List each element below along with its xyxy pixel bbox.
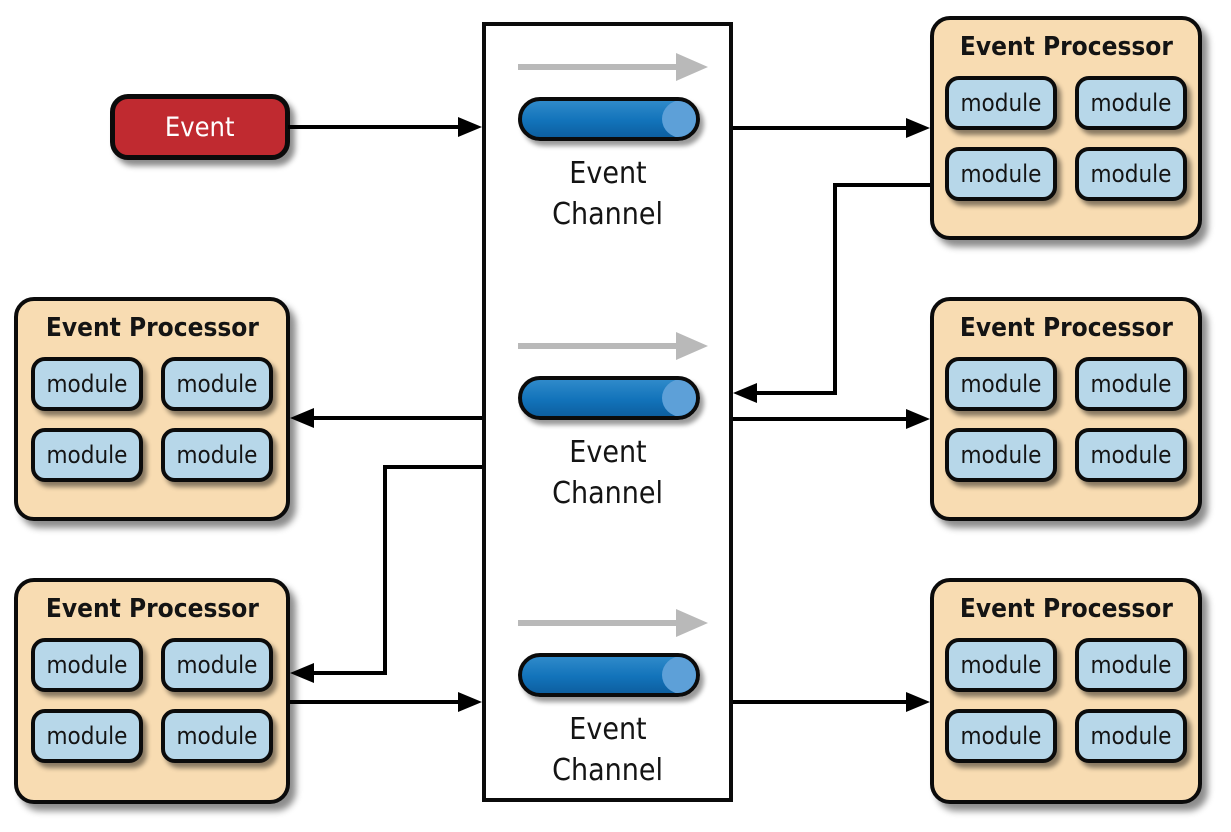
arrow-event-to-channel1-head [458, 117, 482, 137]
arrow-topright-to-channel2-head [733, 383, 757, 403]
module-box: module [1075, 638, 1187, 692]
event-channel-1: Event Channel [500, 53, 715, 235]
event-processor-title: Event Processor [959, 594, 1173, 624]
arrow-channel2-to-bottomleft-head [290, 663, 314, 683]
module-box: module [945, 428, 1057, 482]
module-grid: module module module module [18, 357, 286, 482]
module-box: module [31, 638, 143, 692]
arrow-channel1-to-topright-shaft [733, 126, 908, 130]
arrow-event-to-channel1-shaft [288, 125, 460, 129]
flow-direction-arrow-icon [518, 53, 710, 81]
flow-arrow-head [676, 609, 708, 637]
flow-arrow-shaft [518, 64, 678, 70]
channel-label: Event Channel [500, 153, 715, 235]
event-processor-title: Event Processor [45, 594, 259, 624]
arrow-topright-to-channel2-segment2 [833, 183, 837, 395]
channel-pipe-icon [518, 653, 700, 697]
event-processor-top-right: Event Processor module module module mod… [930, 16, 1202, 240]
event-processor-title: Event Processor [959, 32, 1173, 62]
channel-label-line1: Event [568, 435, 647, 470]
event-processor-title: Event Processor [45, 313, 259, 343]
module-box: module [945, 357, 1057, 411]
event-processor-middle-left: Event Processor module module module mod… [14, 297, 290, 521]
arrow-channel2-to-middleright-head [906, 409, 930, 429]
channel-pipe-icon [518, 97, 700, 141]
module-box: module [945, 147, 1057, 201]
channel-label: Event Channel [500, 432, 715, 514]
pipe-end-cap [662, 657, 696, 693]
arrow-bottomleft-to-channel3-head [458, 692, 482, 712]
flow-arrow-head [676, 332, 708, 360]
arrow-topright-to-channel2-segment1 [833, 183, 930, 187]
arrow-channel1-to-topright-head [906, 118, 930, 138]
flow-direction-arrow-icon [518, 609, 710, 637]
module-box: module [1075, 428, 1187, 482]
module-box: module [31, 428, 143, 482]
flow-arrow-shaft [518, 620, 678, 626]
channel-label-line1: Event [568, 156, 647, 191]
module-box: module [945, 76, 1057, 130]
event-label: Event [165, 111, 235, 143]
event-processor-bottom-left: Event Processor module module module mod… [14, 578, 290, 804]
channel-label-line2: Channel [552, 197, 663, 232]
module-box: module [1075, 147, 1187, 201]
module-box: module [161, 428, 273, 482]
module-box: module [161, 357, 273, 411]
arrow-channel3-to-bottomright-head [906, 692, 930, 712]
event-channel-2: Event Channel [500, 332, 715, 514]
module-box: module [1075, 357, 1187, 411]
event-box: Event [110, 94, 290, 160]
module-box: module [31, 709, 143, 763]
arrow-channel2-to-bottomleft-segment2 [383, 465, 387, 675]
arrow-channel2-to-bottomleft-segment1 [383, 465, 482, 469]
module-box: module [1075, 709, 1187, 763]
arrow-bottomleft-to-channel3-shaft [290, 700, 460, 704]
event-processor-bottom-right: Event Processor module module module mod… [930, 578, 1202, 804]
event-channel-3: Event Channel [500, 609, 715, 791]
module-box: module [1075, 76, 1187, 130]
event-processor-title: Event Processor [959, 313, 1173, 343]
arrow-channel3-to-bottomright-shaft [733, 700, 908, 704]
pipe-end-cap [662, 380, 696, 416]
module-box: module [945, 638, 1057, 692]
channel-label-line1: Event [568, 712, 647, 747]
flow-direction-arrow-icon [518, 332, 710, 360]
arrow-channel2-to-bottomleft-segment3 [312, 671, 387, 675]
module-grid: module module module module [934, 76, 1198, 201]
arrow-channel2-to-middleleft-shaft [312, 416, 482, 420]
arrow-channel2-to-middleleft-head [290, 408, 314, 428]
arrow-channel2-to-middleright-shaft [733, 417, 908, 421]
flow-arrow-head [676, 53, 708, 81]
channel-label-line2: Channel [552, 753, 663, 788]
channel-label: Event Channel [500, 709, 715, 791]
event-processor-middle-right: Event Processor module module module mod… [930, 297, 1202, 521]
flow-arrow-shaft [518, 343, 678, 349]
module-box: module [945, 709, 1057, 763]
channel-pipe-icon [518, 376, 700, 420]
module-box: module [161, 638, 273, 692]
channel-label-line2: Channel [552, 476, 663, 511]
pipe-end-cap [662, 101, 696, 137]
arrow-topright-to-channel2-segment3 [755, 391, 837, 395]
module-box: module [161, 709, 273, 763]
module-grid: module module module module [934, 357, 1198, 482]
module-grid: module module module module [18, 638, 286, 763]
module-grid: module module module module [934, 638, 1198, 763]
module-box: module [31, 357, 143, 411]
